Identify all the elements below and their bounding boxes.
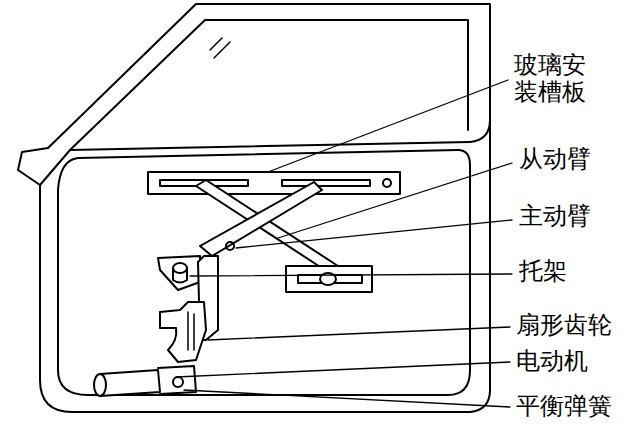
plate-hole (383, 179, 391, 187)
part-label: 托架 (518, 258, 568, 285)
window-glass-mark (210, 38, 230, 58)
sector-gear (160, 302, 206, 362)
glass-channel-plate (148, 172, 400, 194)
balance-spring (173, 377, 183, 387)
leader-line (176, 362, 510, 377)
leader-line (278, 163, 512, 238)
part-label: 从动臂 (518, 146, 592, 173)
bracket-bolt (173, 263, 187, 273)
leader-lines (176, 80, 512, 407)
plate-slot (282, 180, 370, 186)
door-inner-panel (40, 142, 470, 395)
leader-line (268, 80, 508, 172)
part-label: 玻璃安装槽板 (513, 52, 589, 106)
part-label: 扇形齿轮 (515, 312, 613, 339)
bolt-body (173, 268, 187, 283)
door-body (18, 120, 490, 412)
bracket (286, 266, 372, 292)
window-opening (70, 20, 468, 150)
leader-line (208, 327, 510, 340)
leader-line (190, 274, 512, 276)
motor-end (94, 374, 106, 396)
part-label: 主动臂 (518, 203, 592, 230)
leader-line (236, 220, 512, 248)
part-label: 平衡弹簧 (515, 393, 613, 420)
gear-teeth (188, 312, 194, 350)
pivot (226, 242, 234, 250)
door-frame (48, 4, 490, 148)
motor (100, 370, 160, 396)
part-label: 电动机 (515, 348, 589, 375)
left-bracket (158, 256, 200, 290)
leader-line (184, 390, 510, 407)
